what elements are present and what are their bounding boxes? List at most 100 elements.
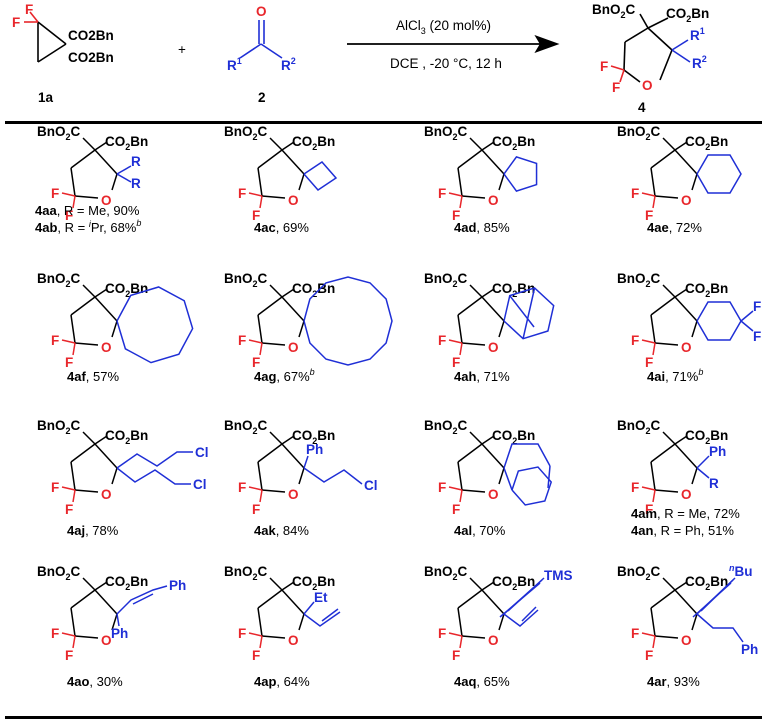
compound-caption-4ad: 4ad, 85% xyxy=(454,220,510,235)
substituent-r1: R xyxy=(131,154,141,169)
co2bn-label: CO2Bn xyxy=(292,574,335,592)
reactant-1a-f-left: F xyxy=(12,15,20,30)
fluorine-left: F xyxy=(51,333,59,348)
reactant-1a-structure xyxy=(24,11,67,63)
fluorine-left: F xyxy=(631,333,639,348)
substituent-r2: R xyxy=(131,176,141,191)
ring-oxygen: O xyxy=(488,487,499,502)
bno2c-label: BnO2C xyxy=(224,564,268,582)
fluorine-bottom: F xyxy=(252,355,260,370)
fluorine-left: F xyxy=(631,480,639,495)
substituent-ph: Ph xyxy=(709,444,726,459)
fluorine-bottom: F xyxy=(645,502,653,517)
product-r2: R2 xyxy=(692,54,707,71)
compound-caption-4ao: 4ao, 30% xyxy=(67,674,123,689)
bno2c-label: BnO2C xyxy=(617,564,661,582)
fluorine-left: F xyxy=(238,626,246,641)
fluorine-left: F xyxy=(438,626,446,641)
substituent-r: R xyxy=(709,476,719,491)
ring-oxygen: O xyxy=(101,633,112,648)
fluorine-bottom: F xyxy=(252,208,260,223)
bno2c-label: BnO2C xyxy=(424,418,468,436)
product-f-left: F xyxy=(600,59,608,74)
substituent-cl: Cl xyxy=(364,478,378,493)
product-oxygen: O xyxy=(642,78,653,93)
product-bno2c: BnO2C xyxy=(592,2,636,20)
bno2c-label: BnO2C xyxy=(224,271,268,289)
ring-oxygen: O xyxy=(488,193,499,208)
bno2c-label: BnO2C xyxy=(424,564,468,582)
reactant-2-structure xyxy=(239,20,283,59)
co2bn-label: CO2Bn xyxy=(685,281,728,299)
substituent-ph: Ph xyxy=(306,442,323,457)
reactant-1a-f-top: F xyxy=(25,2,33,17)
compound-caption-4ac: 4ac, 69% xyxy=(254,220,309,235)
fluorine-bottom: F xyxy=(65,208,73,223)
compound-caption-4ak: 4ak, 84% xyxy=(254,523,309,538)
co2bn-label: CO2Bn xyxy=(105,428,148,446)
fluorine-bottom: F xyxy=(252,502,260,517)
product-4-label: 4 xyxy=(638,100,646,115)
ring-oxygen: O xyxy=(681,340,692,355)
fluorine-left: F xyxy=(631,626,639,641)
product-4-structure xyxy=(610,13,691,83)
ring-oxygen: O xyxy=(101,487,112,502)
conditions-solvent: DCE , -20 °C, 12 h xyxy=(390,56,502,71)
fluorine-bottom: F xyxy=(65,355,73,370)
co2bn-label: CO2Bn xyxy=(685,574,728,592)
reactant-2-oxygen: O xyxy=(256,4,267,19)
substituent-ph: Ph xyxy=(111,626,128,641)
co2bn-label: CO2Bn xyxy=(492,134,535,152)
ring-oxygen: O xyxy=(681,633,692,648)
reactant-1a-co2bn-bottom: CO2Bn xyxy=(68,50,114,65)
co2bn-label: CO2Bn xyxy=(492,428,535,446)
fluorine-bottom: F xyxy=(452,208,460,223)
reaction-scheme-header: F F CO2Bn CO2Bn 1a + O R1 R2 2 AlCl3 (20… xyxy=(12,2,709,115)
bno2c-label: BnO2C xyxy=(37,564,81,582)
fluorine-bottom: F xyxy=(645,208,653,223)
compound-caption-4ar: 4ar, 93% xyxy=(647,674,700,689)
bno2c-label: BnO2C xyxy=(617,418,661,436)
substituent-ph-styryl: Ph xyxy=(169,578,186,593)
reactant-2-r1: R1 xyxy=(227,56,242,73)
ring-oxygen: O xyxy=(288,193,299,208)
reactant-2-label: 2 xyxy=(258,90,266,105)
fluorine-bottom: F xyxy=(252,648,260,663)
fluorine-left: F xyxy=(631,186,639,201)
bno2c-label: BnO2C xyxy=(37,124,81,142)
co2bn-label: CO2Bn xyxy=(105,134,148,152)
product-f-bottom: F xyxy=(612,80,620,95)
ring-oxygen: O xyxy=(288,340,299,355)
ring-oxygen: O xyxy=(101,340,112,355)
co2bn-label: CO2Bn xyxy=(685,428,728,446)
compound-caption-4aq: 4aq, 65% xyxy=(454,674,510,689)
substituent-cl-bottom: Cl xyxy=(193,477,207,492)
bno2c-label: BnO2C xyxy=(37,418,81,436)
compound-caption-4aj: 4aj, 78% xyxy=(67,523,119,538)
compound-caption-4ae: 4ae, 72% xyxy=(647,220,702,235)
compound-caption-4al: 4al, 70% xyxy=(454,523,506,538)
co2bn-label: CO2Bn xyxy=(685,134,728,152)
fluorine-bottom: F xyxy=(452,502,460,517)
top-rule xyxy=(5,121,762,124)
compound-caption-4ag: 4ag, 67%b xyxy=(254,367,315,384)
co2bn-label: CO2Bn xyxy=(105,574,148,592)
compound-caption-4ap: 4ap, 64% xyxy=(254,674,310,689)
fluorine-left: F xyxy=(438,480,446,495)
fluorine-left: F xyxy=(51,480,59,495)
fluorine-left: F xyxy=(51,626,59,641)
